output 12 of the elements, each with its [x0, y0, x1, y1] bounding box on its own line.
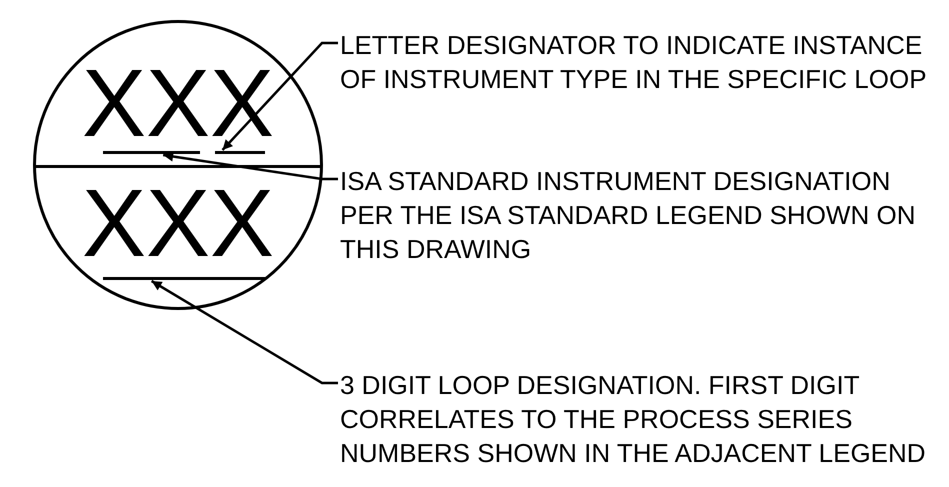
underline: [103, 277, 265, 280]
underline: [215, 151, 265, 154]
callout-text: 3 DIGIT LOOP DESIGNATION. FIRST DIGIT CORRELATES TO THE PROCESS SERIES NUMBERS SHOWN IN THE ADJACENT LEGEND: [340, 368, 945, 470]
leader-line: [222, 42, 338, 151]
leader-line: [150, 280, 338, 384]
underline: [103, 151, 200, 154]
leader-line: [162, 152, 338, 180]
callout-text: LETTER DESIGNATOR TO INDICATE INSTANCE OF INSTRUMENT TYPE IN THE SPECIFIC LOOP: [340, 28, 945, 96]
instrument-bubble: [33, 20, 323, 310]
placeholder-text: XXX: [80, 176, 276, 272]
callout-text: ISA STANDARD INSTRUMENT DESIGNATION PER THE ISA STANDARD LEGEND SHOWN ON THIS DRAWING: [340, 164, 945, 266]
placeholder-text: XXX: [80, 56, 276, 152]
